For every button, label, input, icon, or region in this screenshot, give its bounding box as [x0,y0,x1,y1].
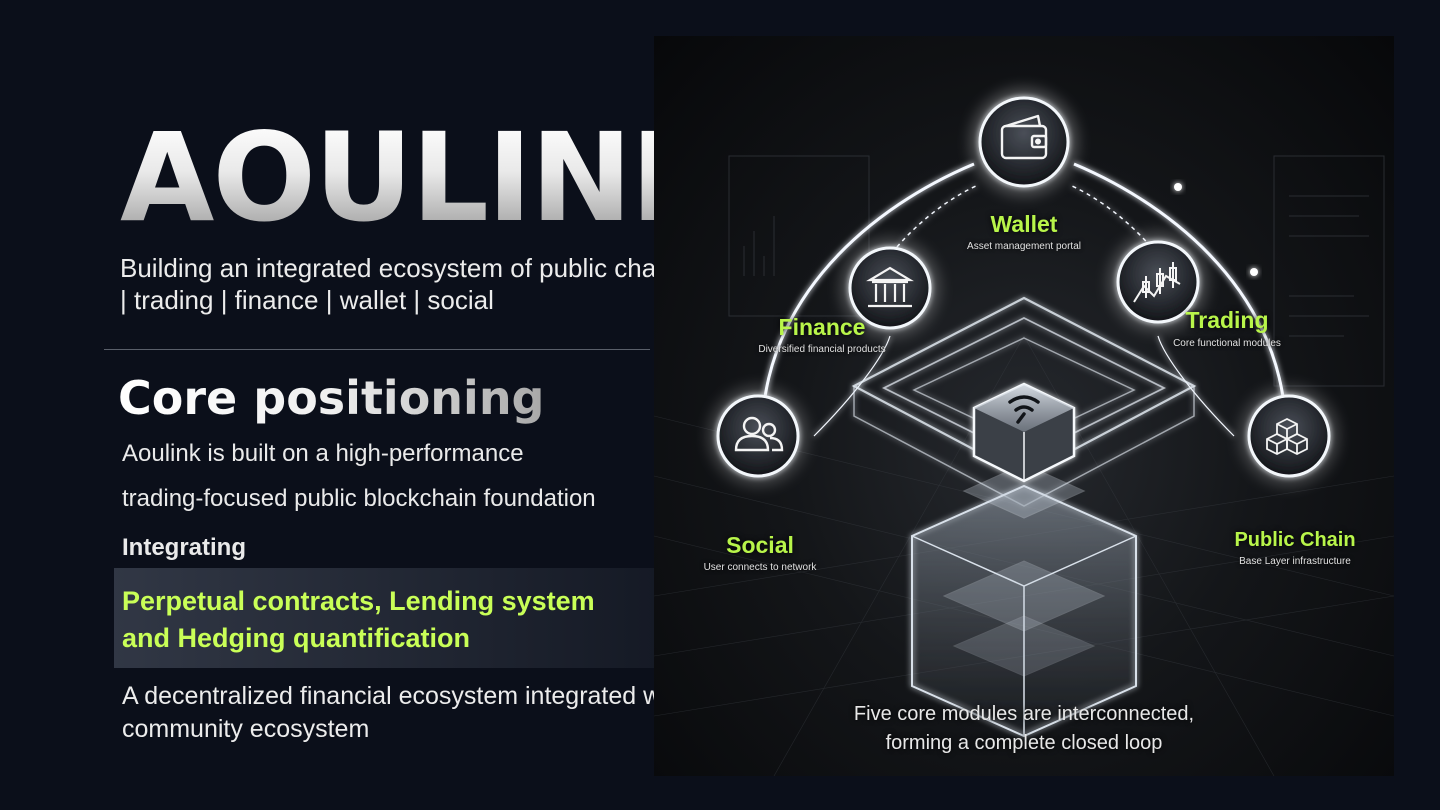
connection-arcs [760,162,1288,437]
highlight-text: Perpetual contracts, Lending system and … [122,586,595,653]
tagline: Building an integrated ecosystem of publ… [120,253,677,315]
core-line-3: Integrating [122,534,246,561]
users-icon [734,416,784,452]
core-positioning-title: Core positioning [118,371,545,425]
module-trading-sub: Core functional modules [1173,338,1281,349]
module-wallet-sub: Asset management portal [967,241,1081,252]
module-wallet-name: Wallet [990,211,1058,237]
module-social-name: Social [726,532,794,558]
module-public-chain-sub: Base Layer infrastructure [1239,556,1351,567]
node-dot [1250,268,1258,276]
candlestick-chart-icon [1133,262,1181,303]
aoulink-logo-icon [1008,395,1040,424]
module-public-chain-name: Public Chain [1234,529,1356,551]
module-finance-sub: Diversified financial products [758,344,886,355]
ecosystem-diagram [654,88,1394,776]
core-line-1: Aoulink is built on a high-performance [122,440,524,467]
caption-text: Five core modules are interconnected, fo… [853,703,1195,754]
module-finance-name: Finance [778,314,866,340]
module-trading-name: Trading [1185,307,1269,333]
ecosystem-statement: A decentralized financial ecosystem inte… [122,682,730,743]
highlight-box [114,568,654,668]
wallet-icon [1000,114,1048,160]
diagram-caption: Five core modules are interconnected, fo… [654,700,1394,758]
blocks-icon [1266,417,1308,456]
node-dot [1174,183,1182,191]
glass-tower [911,463,1137,738]
core-line-2: trading-focused public blockchain founda… [122,485,596,512]
divider [104,349,650,350]
module-orbs [708,88,1339,486]
ecosystem-illustration: Wallet Asset management portal Finance D… [654,36,1394,776]
data-panels [728,155,1385,387]
bank-icon [866,266,914,308]
module-social-sub: User connects to network [703,562,817,573]
brand-title: AOULINK [120,107,725,249]
